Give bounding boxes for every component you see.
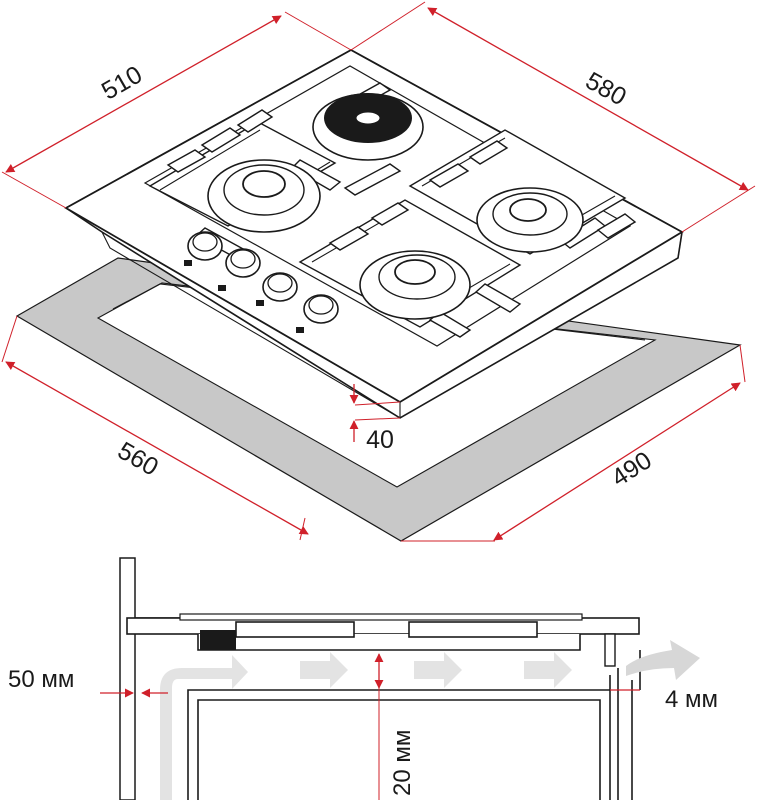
electric-plate-icon (312, 93, 424, 161)
wall-gap-label: 50 мм (8, 666, 74, 693)
height-label: 40 (366, 426, 394, 454)
cutout-depth-label: 490 (607, 446, 657, 492)
gas-burner-icon (359, 250, 471, 320)
control-knob-icon (184, 231, 223, 266)
clearance-label: 20 мм (389, 730, 416, 796)
gas-burner-icon (207, 159, 321, 233)
control-knob-icon (256, 272, 298, 306)
hob-depth-label: 510 (97, 61, 147, 106)
gas-burner-icon (476, 187, 584, 253)
control-knob-icon (218, 248, 261, 291)
front-gap-label: 4 мм (665, 686, 718, 713)
side-dimension-lines (100, 653, 640, 800)
airflow-arrow-icon (160, 640, 700, 800)
hob-width-label: 580 (581, 67, 631, 112)
control-knob-icon (296, 294, 339, 333)
dimension-lines (1, 1, 756, 542)
cutout-width-label: 560 (113, 437, 163, 482)
side-view (119, 557, 641, 800)
